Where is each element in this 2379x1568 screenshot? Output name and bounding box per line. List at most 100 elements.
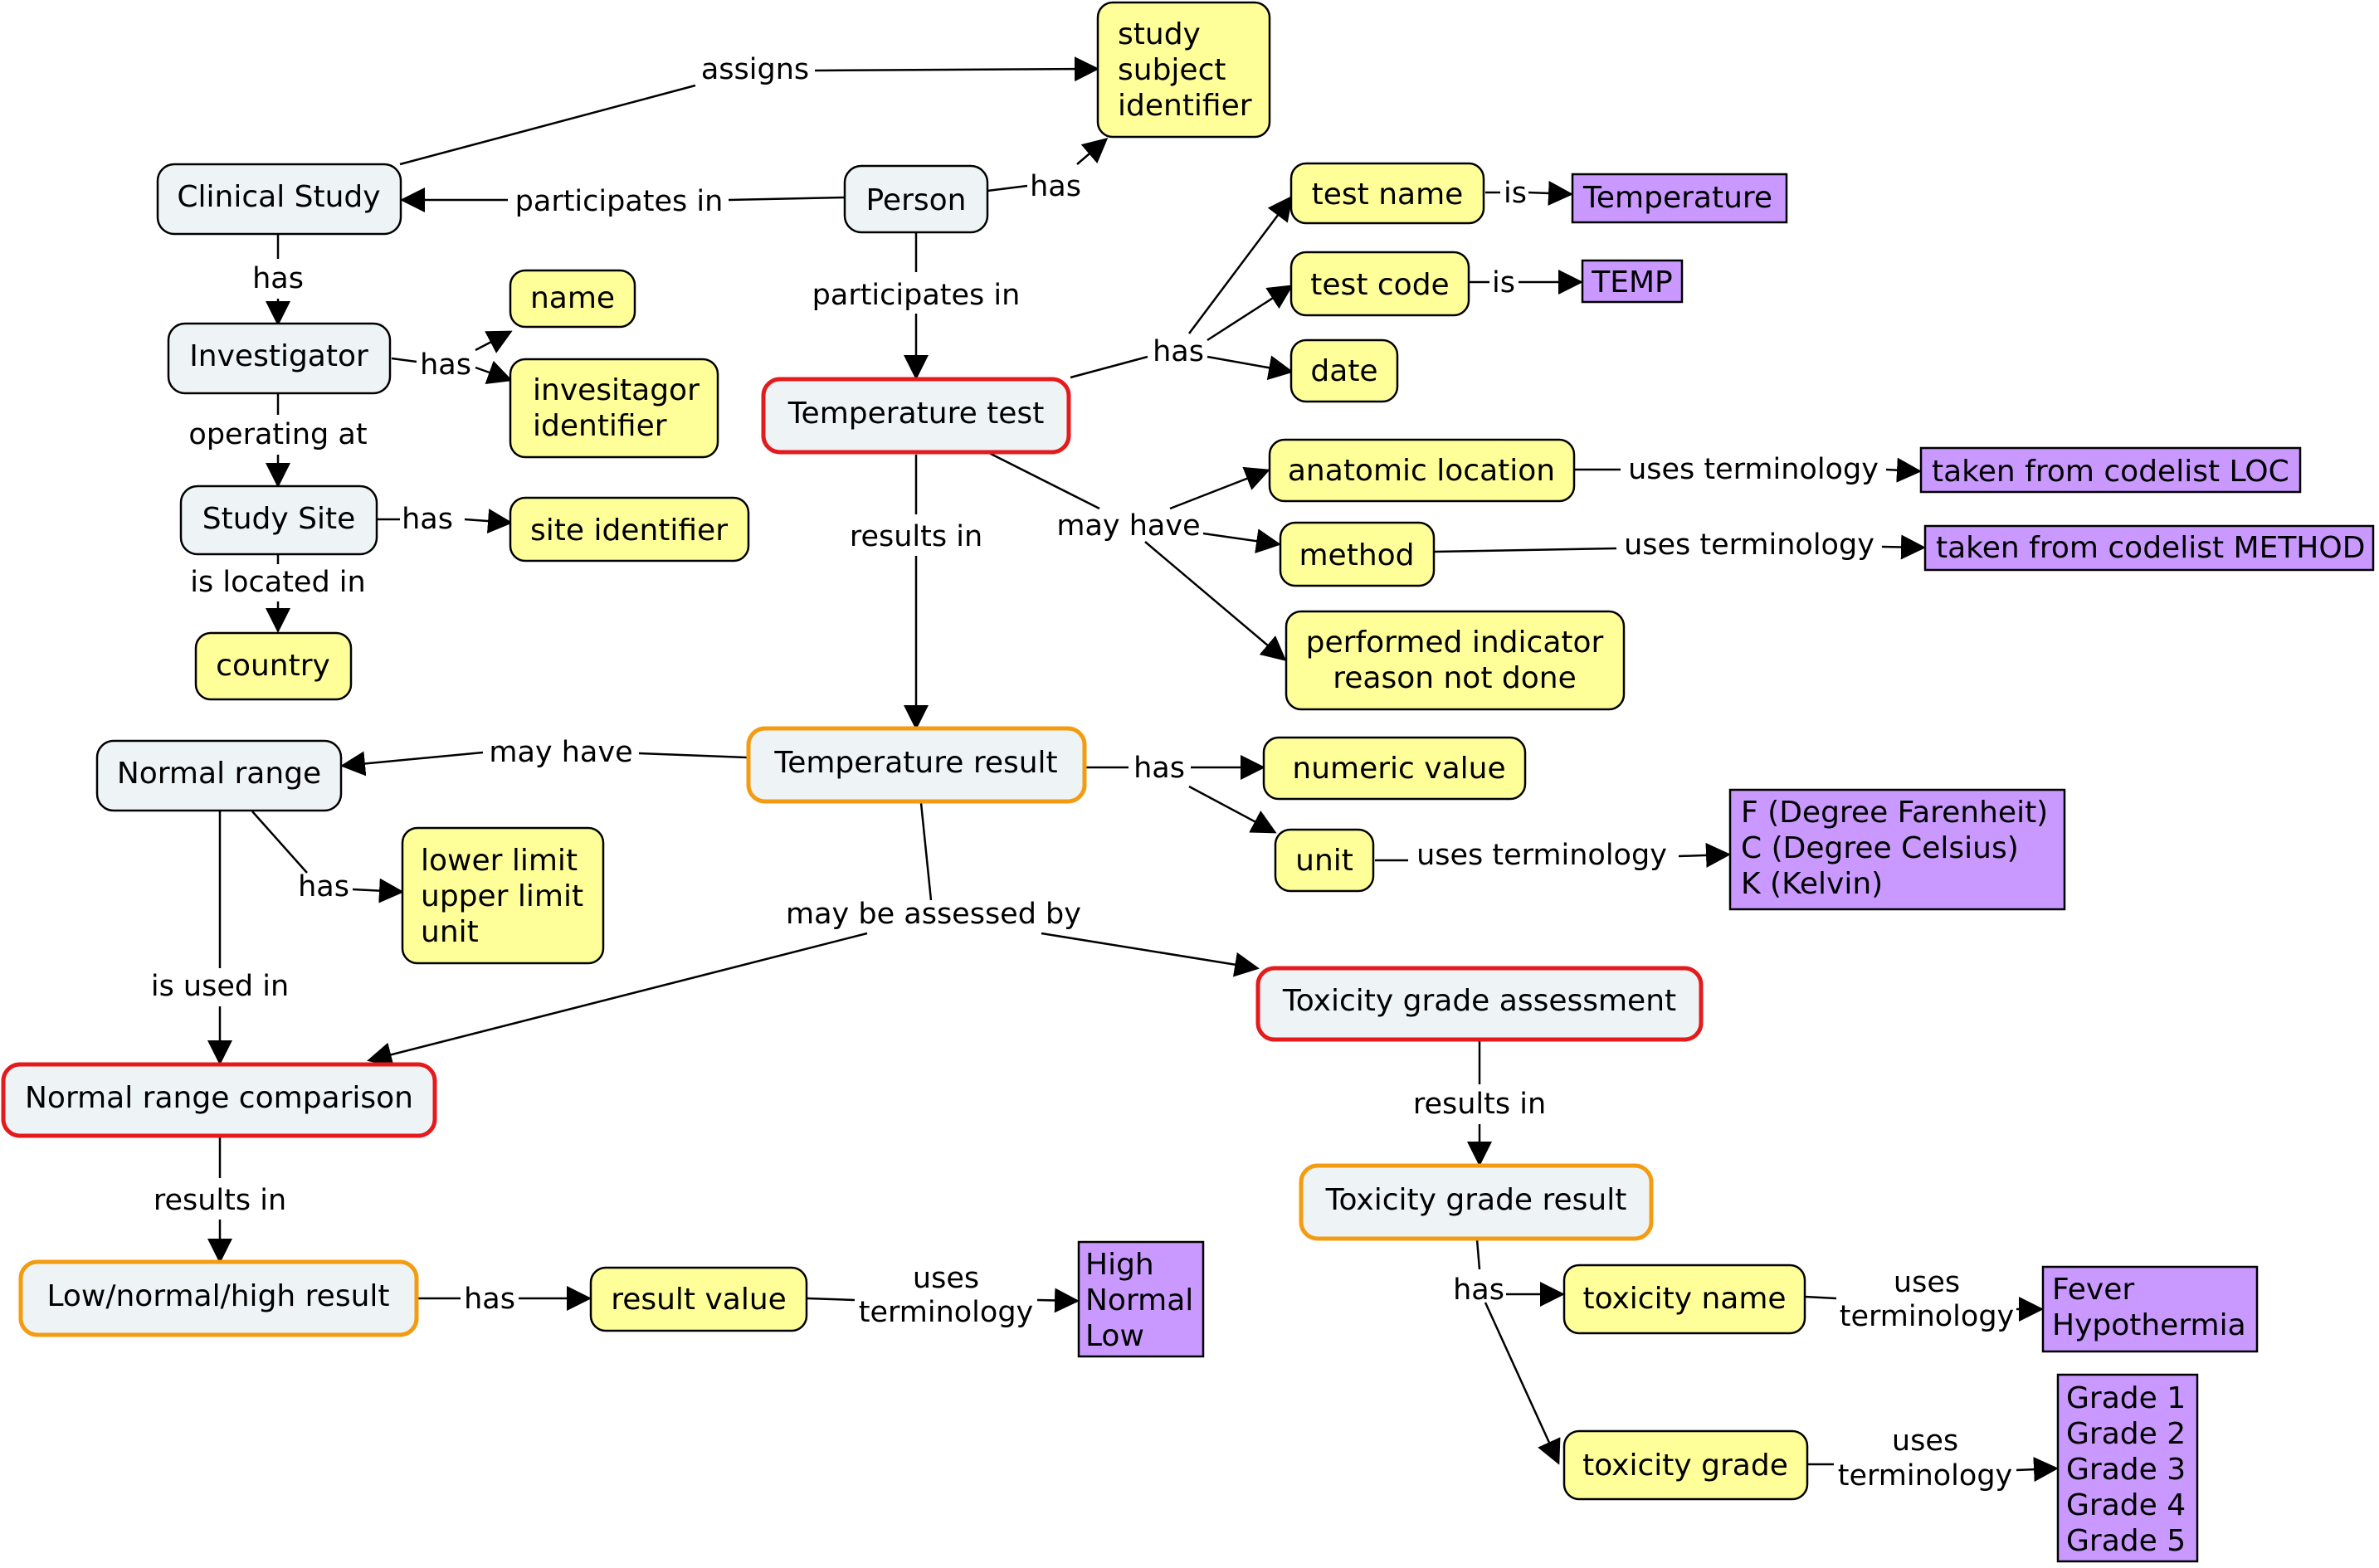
node-investigator-label: Investigator [189,339,368,373]
node-toxicity-name-label: toxicity name [1582,1282,1786,1316]
node-hypothermia-term: Hypothermia [2052,1308,2246,1342]
node-clinical-study-label: Clinical Study [177,180,380,214]
node-anatomic-location[interactable]: anatomic location [1268,438,1576,503]
node-unit-term-2: C (Degree Celsius) [1741,831,2019,865]
node-date-label: date [1310,354,1377,388]
node-codelist-method[interactable]: taken from codelist METHOD [1923,524,2375,572]
node-clinical-study[interactable]: Clinical Study [156,163,402,236]
edge-result-assessed [919,802,933,901]
node-hnl-term-3: Low [1085,1319,1144,1353]
node-test-name[interactable]: test name [1289,162,1485,225]
node-ssi-line-2: subject [1118,53,1226,87]
link-is-temperature: is [1504,177,1527,210]
node-normal-range[interactable]: Normal range [95,739,343,812]
node-normal-range-comparison[interactable]: Normal range comparison [1,1062,437,1138]
edge-assessed-toxicity [1041,932,1260,977]
node-study-subject-identifier[interactable]: study subject identifier [1096,1,1271,139]
node-unit[interactable]: unit [1274,828,1375,893]
node-ssi-line-1: study [1118,17,1201,51]
edge-has-date [1207,355,1294,381]
node-name[interactable]: name [509,269,636,329]
link-uses-terminology-method: uses terminology [1624,528,1874,562]
node-codelist-loc[interactable]: taken from codelist LOC [1919,446,2302,494]
node-unit-term-3: K (Kelvin) [1741,867,1883,901]
edge-study-assigns [399,84,696,166]
node-normal-range-comparison-label: Normal range comparison [25,1081,413,1115]
link-participates-in-test: participates in [812,279,1021,312]
node-test-code-label: test code [1310,268,1449,302]
edge-has-limits [352,878,404,903]
link-uses-terminology-loc: uses terminology [1628,453,1879,486]
node-toxicity-grade[interactable]: toxicity grade [1562,1429,1809,1501]
node-grade-terms[interactable]: Grade 1 Grade 2 Grade 3 Grade 4 Grade 5 [2056,1373,2199,1563]
node-unit-terms[interactable]: F (Degree Farenheit) C (Degree Celsius) … [1728,788,2066,911]
node-person[interactable]: Person [843,164,989,234]
node-date[interactable]: date [1289,338,1399,403]
link-range-has: has [298,870,349,903]
link-lnh-has: has [464,1283,515,1316]
edge-has-toxgrade [1484,1302,1561,1465]
link-is-temp: is [1492,266,1515,299]
node-anatomic-location-label: anatomic location [1288,454,1555,488]
node-normal-range-label: Normal range [117,757,321,791]
edge-toxresult-has [1475,1239,1481,1270]
node-temp-term[interactable]: TEMP [1581,259,1684,304]
node-toxicity-name[interactable]: toxicity name [1562,1264,1806,1335]
edge-person-has [987,184,1028,192]
node-toxicity-grade-result[interactable]: Toxicity grade result [1299,1163,1654,1241]
node-temperature-test-label: Temperature test [787,397,1045,431]
node-method[interactable]: method [1279,521,1436,587]
node-limits[interactable]: lower limit upper limit unit [401,826,605,965]
link-uses-terminology-unit: uses terminology [1416,839,1667,872]
edge-uses-loc [1885,457,1922,483]
link-site-has: has [402,503,453,536]
node-lnh-result-label: Low/normal/high result [46,1279,389,1313]
node-numeric-value[interactable]: numeric value [1262,736,1527,801]
node-study-site[interactable]: Study Site [179,485,378,556]
node-temperature-test[interactable]: Temperature test [761,377,1071,455]
node-toxicity-grade-assessment[interactable]: Toxicity grade assessment [1255,966,1704,1042]
node-toxicity-name-terms[interactable]: Fever Hypothermia [2041,1265,2259,1353]
node-low-normal-high-result[interactable]: Low/normal/high result [18,1259,419,1337]
node-grade-term-3: Grade 3 [2066,1453,2186,1487]
node-performed-indicator[interactable]: performed indicator reason not done [1285,610,1626,711]
edge-mayhave-method [1202,528,1281,554]
node-site-identifier-label: site identifier [530,514,728,548]
node-hnl-terms[interactable]: High Normal Low [1077,1240,1205,1358]
edge-investigator-has [391,357,417,363]
link-is-used-in: is used in [151,970,289,1003]
node-grade-term-1: Grade 1 [2066,1381,2186,1415]
node-country[interactable]: country [194,631,353,701]
edge-mayhave-performed [1144,541,1287,661]
node-temperature-term[interactable]: Temperature [1571,173,1788,224]
edge-test-has [1070,355,1148,379]
link-results-in-toxicity: results in [1413,1088,1546,1121]
node-grade-term-5: Grade 5 [2066,1524,2186,1558]
edge-has-testcode [1207,285,1294,342]
edge-toxname-uses [1804,1295,1837,1300]
link-test-has: has [1153,335,1204,368]
node-toxicity-assessment-label: Toxicity grade assessment [1282,984,1676,1018]
link-person-has: has [1030,170,1081,203]
node-site-identifier[interactable]: site identifier [509,496,750,562]
node-limits-line-3: unit [421,915,479,949]
link-results-in-comparison: results in [154,1184,286,1217]
link-results-in-test: results in [850,520,982,553]
node-grade-term-2: Grade 2 [2066,1417,2186,1451]
node-temperature-result[interactable]: Temperature result [746,726,1087,804]
edge-test-mayhave [987,450,1100,510]
node-country-label: country [216,649,330,683]
node-unit-label: unit [1295,844,1353,878]
edge-assigns-identifier [814,56,1099,82]
edge-range-has [251,811,308,874]
node-ssi-line-3: identifier [1118,89,1252,123]
link-uses-terminology-grade-1: uses [1892,1424,1958,1458]
node-result-value[interactable]: result value [589,1266,808,1332]
node-investigator-identifier[interactable]: invesitagor identifier [509,358,719,459]
node-investigator[interactable]: Investigator [167,322,392,395]
link-investigator-has: has [420,348,471,382]
link-tox-result-has: has [1453,1273,1504,1307]
node-unit-term-1: F (Degree Farenheit) [1741,796,2048,830]
node-test-code[interactable]: test code [1289,251,1470,317]
